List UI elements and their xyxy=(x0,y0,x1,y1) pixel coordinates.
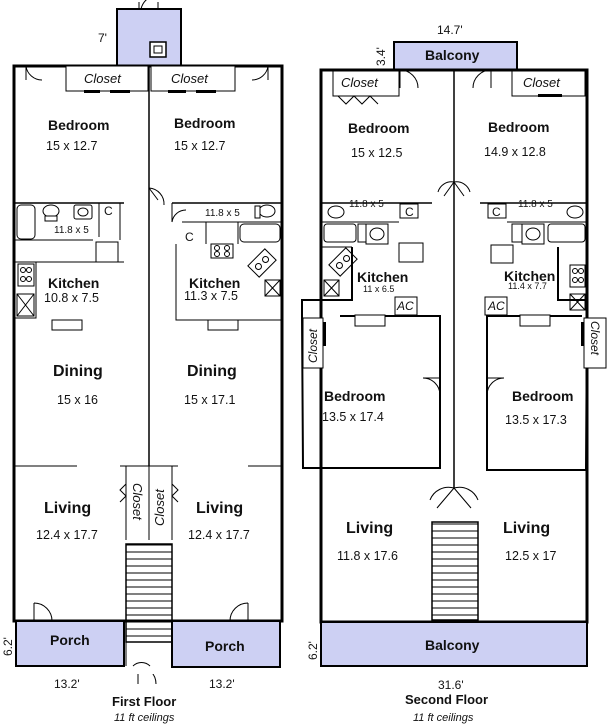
balcony-top xyxy=(393,41,518,71)
c-2f-label-right: C xyxy=(492,205,501,219)
kitchen-left-name: Kitchen xyxy=(48,275,100,291)
kitchen-island-2f-right xyxy=(519,314,551,327)
c-label-right: C xyxy=(185,230,194,244)
bedroom-2f-right-size: 14.9 x 12.8 xyxy=(484,145,546,159)
toilet-left xyxy=(42,204,60,218)
kitchen-left-size: 10.8 x 7.5 xyxy=(44,291,99,305)
kitchen-2f-left-name: Kitchen xyxy=(357,269,409,285)
rear-stoop xyxy=(116,8,182,67)
bedroom-2f-left-size: 15 x 12.5 xyxy=(351,146,403,160)
kitchen-right-size: 11.3 x 7.5 xyxy=(184,289,238,303)
bedroom2-2f-right-size: 13.5 x 17.3 xyxy=(505,413,567,427)
side-closet-2f-label-left: Closet xyxy=(306,328,320,363)
bath-2f-right-size: 11.8 x 5 xyxy=(518,199,553,210)
bedroom2-2f-left-size: 13.5 x 17.4 xyxy=(322,410,384,424)
c-2f-label-left: C xyxy=(405,205,414,219)
bedroom-2f-left-name: Bedroom xyxy=(348,120,410,136)
bathtub-right xyxy=(239,223,281,243)
living-right-name: Living xyxy=(196,500,244,517)
ac-label-right: AC xyxy=(488,299,505,313)
first-floor-caption: First Floor xyxy=(112,694,177,709)
dining-left-name: Dining xyxy=(53,363,103,380)
stove-2f-right xyxy=(569,264,586,288)
bedroom-left-name: Bedroom xyxy=(48,117,110,133)
kitchen-island-left xyxy=(51,319,83,331)
second-floor-ceiling-note: 11 ft ceilings xyxy=(413,712,474,724)
living-left-size: 12.4 x 17.7 xyxy=(36,528,98,542)
closet-2f-label-right: Closet xyxy=(523,75,560,90)
top-balcony-depth: 3.4' xyxy=(374,47,388,66)
second-floor-caption: Second Floor xyxy=(405,692,489,707)
bath-left-size: 11.8 x 5 xyxy=(54,225,89,236)
porch-width-left: 13.2' xyxy=(54,677,80,691)
porch-right-label: Porch xyxy=(205,638,245,654)
overall-width: 31.6' xyxy=(438,678,464,692)
balcony-bottom xyxy=(320,621,588,667)
top-balcony-label: Balcony xyxy=(425,47,480,63)
kitchen-2f-right-size: 11.4 x 7.7 xyxy=(508,281,547,291)
bedroom-2f-right-name: Bedroom xyxy=(488,119,550,135)
closet-left-box xyxy=(65,65,149,92)
bedroom-right-name: Bedroom xyxy=(174,115,236,131)
living-right-size: 12.4 x 17.7 xyxy=(188,528,250,542)
side-closet-2f-label-right: Closet xyxy=(588,321,602,356)
porch-right xyxy=(171,620,281,668)
porch-width-right: 13.2' xyxy=(209,677,235,691)
sink-2f-right xyxy=(521,223,545,245)
stove-left xyxy=(17,263,35,287)
top-balcony-width: 14.7' xyxy=(437,23,463,37)
stair-closet-label-right: Closet xyxy=(152,489,167,526)
living-2f-left-size: 11.8 x 17.6 xyxy=(337,549,398,563)
kitchen-2f-right-name: Kitchen xyxy=(504,268,556,284)
stair-closet-label-left: Closet xyxy=(130,483,145,520)
porch-left-label: Porch xyxy=(50,632,90,648)
stairs-first-floor xyxy=(125,543,173,643)
bottom-balcony-depth: 6.2' xyxy=(306,641,320,660)
dining-right-name: Dining xyxy=(187,363,237,380)
closet-label-right: Closet xyxy=(171,71,208,86)
bath-2f-left-size: 11.8 x 5 xyxy=(349,199,384,210)
bedroom2-2f-right-name: Bedroom xyxy=(512,388,574,404)
bedroom-left-size: 15 x 12.7 xyxy=(46,139,98,153)
kitchen-island-right xyxy=(207,319,239,331)
kitchen-island-2f-left xyxy=(354,314,386,327)
bedroom2-2f-left-name: Bedroom xyxy=(324,388,386,404)
dining-left-size: 15 x 16 xyxy=(57,393,99,407)
living-2f-right-name: Living xyxy=(503,520,551,537)
stove-right xyxy=(210,243,234,259)
c-label-left: C xyxy=(104,204,113,218)
closet-right-box xyxy=(150,65,236,92)
closet-2f-label-left: Closet xyxy=(341,75,378,90)
living-2f-left-name: Living xyxy=(346,520,394,537)
rear-stoop-dimension: 7' xyxy=(98,31,107,45)
bedroom-right-size: 15 x 12.7 xyxy=(174,139,226,153)
toilet-right xyxy=(258,204,276,218)
closet-label-left: Closet xyxy=(84,71,121,86)
second-floor-plan xyxy=(301,41,607,667)
sink-left xyxy=(73,204,93,220)
porch-height-dimension: 6.2' xyxy=(1,637,15,656)
bath-right-size: 11.8 x 5 xyxy=(205,208,240,219)
toilet-2f-right xyxy=(566,205,584,219)
ac-label-left: AC xyxy=(397,299,414,313)
porch-left xyxy=(15,620,125,667)
dining-right-size: 15 x 17.1 xyxy=(184,393,236,407)
stairs-second-floor xyxy=(431,521,479,621)
first-floor-plan xyxy=(12,0,284,685)
living-left-name: Living xyxy=(44,500,92,517)
living-2f-right-size: 12.5 x 17 xyxy=(505,549,557,563)
closet-top-right xyxy=(511,70,586,97)
bottom-balcony-label: Balcony xyxy=(425,637,480,653)
bathtub-left xyxy=(16,204,36,240)
sink-2f-left xyxy=(365,223,389,245)
toilet-2f-left xyxy=(327,205,345,219)
kitchen-right-name: Kitchen xyxy=(189,275,241,291)
kitchen-2f-left-size: 11 x 6.5 xyxy=(363,284,395,294)
sink-right xyxy=(247,248,277,278)
first-floor-ceiling-note: 11 ft ceilings xyxy=(114,712,175,724)
closet-top-left xyxy=(332,70,400,97)
